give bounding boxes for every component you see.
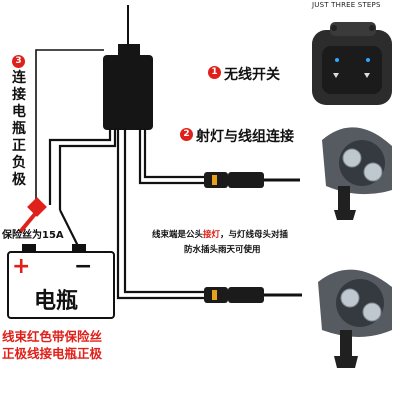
harness-note-line2: 防水插头雨天可使用 bbox=[184, 245, 261, 255]
step-3-number: 3 bbox=[12, 55, 25, 68]
step-2-label: 射灯与线组连接 bbox=[196, 129, 294, 145]
battery-icon bbox=[7, 244, 115, 319]
step-3-label: 连 接 电 瓶 正 负 极 bbox=[11, 70, 27, 189]
step-3-char: 连 bbox=[12, 70, 26, 86]
connector-icon bbox=[204, 172, 300, 188]
harness-note-suffix: ，与灯线母头对插 bbox=[220, 230, 289, 240]
spotlight-icon bbox=[318, 269, 392, 368]
harness-wires bbox=[35, 49, 208, 300]
step-3-char: 接 bbox=[12, 87, 26, 103]
wireless-remote-icon bbox=[312, 22, 392, 105]
harness-note-line1: 线束端是公头接灯，与灯线母头对插 bbox=[152, 228, 288, 240]
battery-minus-sign: − bbox=[74, 254, 93, 279]
bottom-caption-line1: 线束红色带保险丝 bbox=[2, 329, 103, 344]
bottom-caption-line2: 正极线接电瓶正极 bbox=[2, 346, 103, 361]
step-3-char: 正 bbox=[12, 138, 26, 154]
battery-plus-sign: + bbox=[12, 254, 31, 279]
step-3-char: 瓶 bbox=[12, 121, 26, 137]
step-3-char: 极 bbox=[12, 172, 26, 188]
connector-icon bbox=[204, 287, 302, 303]
battery-label: 电瓶 bbox=[34, 289, 79, 314]
spotlight-icon bbox=[322, 127, 392, 220]
step-1-number: 1 bbox=[208, 66, 221, 79]
fuse-note: 保险丝为15A bbox=[2, 230, 64, 241]
harness-note-prefix: 线束端是公头 bbox=[152, 230, 204, 240]
top-banner: JUST THREE STEPS bbox=[304, 0, 400, 12]
step-2-number: 2 bbox=[180, 128, 193, 141]
step-3-char: 负 bbox=[12, 155, 26, 171]
step-1-label: 无线开关 bbox=[224, 67, 280, 83]
harness-note-highlight: 接灯 bbox=[203, 230, 221, 240]
banner-text: JUST THREE STEPS bbox=[312, 1, 381, 9]
step-3-char: 电 bbox=[12, 104, 26, 120]
control-box-icon bbox=[103, 5, 153, 130]
